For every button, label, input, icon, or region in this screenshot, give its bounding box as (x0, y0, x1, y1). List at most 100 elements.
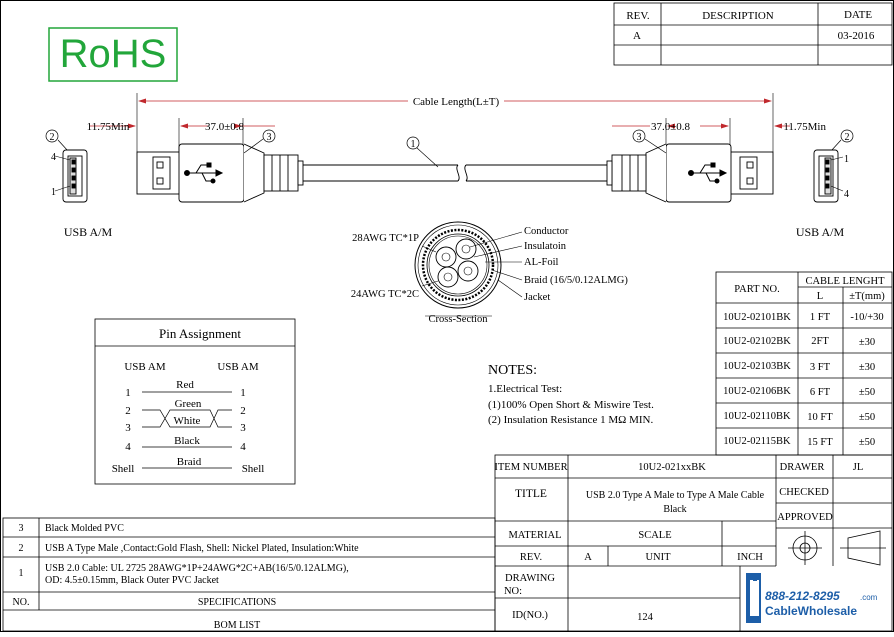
date-value: 03-2016 (838, 30, 875, 42)
left-connector-label: USB A/M (64, 225, 113, 239)
pin-row-2-right: 2 (240, 405, 246, 417)
cable-body (303, 147, 607, 182)
l-row-6: 15 FT (807, 437, 833, 448)
left-plug-front-view (54, 149, 88, 203)
right-usb-plug (606, 143, 774, 203)
drawer-label: DRAWER (780, 462, 825, 473)
notes-title: NOTES: (488, 363, 537, 378)
t-header: ±T(mm) (849, 291, 885, 302)
right-short-dimensions: 37.0±0.8 11.75Min (612, 118, 826, 150)
pin-row-5-left: Shell (112, 463, 135, 475)
pin-row-4-left: 4 (125, 441, 131, 453)
t-row-3: ±30 (859, 362, 875, 373)
l-header: L (817, 291, 823, 302)
rev-header: REV. (626, 10, 650, 22)
rev-value: A (633, 30, 641, 42)
right-connector-label: USB A/M (796, 225, 845, 239)
len-right-label: 37.0±0.8 (651, 121, 691, 133)
drawing-label-2: NO: (504, 586, 522, 597)
pin-row-3-left: 3 (125, 422, 131, 434)
logo-com: .com (860, 593, 878, 602)
pin-row-1-right: 1 (240, 387, 246, 399)
id-label: ID(NO.) (512, 610, 548, 621)
scale-label: SCALE (638, 530, 671, 541)
pin-row-5-right: Shell (242, 463, 265, 475)
notes-line-3: (2) Insulation Resistance 1 MΩ MIN. (488, 414, 653, 426)
cs-insulation-label: Insulatoin (524, 241, 567, 252)
t-row-1: -10/+30 (850, 312, 883, 323)
pin-row-1-wire: Red (176, 379, 194, 391)
left-short-dimensions: 11.75Min 37.0±0.8 (87, 118, 275, 150)
bom-no-header: NO. (13, 597, 30, 608)
callout-2-right: 2 (845, 132, 850, 143)
pin-assignment-title: Pin Assignment (159, 326, 241, 341)
l-row-1: 1 FT (810, 312, 831, 323)
right-plug-front-view (813, 149, 844, 203)
pin-row-5-wire: Braid (177, 456, 202, 468)
len-left-label: 37.0±0.8 (205, 121, 245, 133)
item-number-label: ITEM NUMBER (494, 462, 567, 473)
rev-value-tb: A (584, 552, 592, 563)
item-number-value: 10U2-021xxBK (638, 462, 706, 473)
cs-28awg-label: 28AWG TC*1P (352, 233, 419, 244)
part-row-3: 10U2-02103BK (723, 361, 791, 372)
cs-24awg-label: 24AWG TC*2C (351, 289, 419, 300)
date-header: DATE (844, 9, 872, 21)
cs-title: Cross-Section (429, 314, 489, 325)
bom-table: 3 Black Molded PVC 2 USB A Type Male ,Co… (2, 517, 496, 632)
revision-table: REV. DESCRIPTION DATE A 03-2016 (613, 2, 893, 66)
logo-phone: 888-212-8295 (765, 589, 840, 603)
bom-row-3-spec-2: OD: 4.5±0.15mm, Black Outer PVC Jacket (45, 575, 219, 586)
approved-label: APPROVED (777, 512, 833, 523)
part-row-6: 10U2-02115BK (723, 436, 791, 447)
bom-row-1-spec: Black Molded PVC (45, 523, 124, 534)
callout-3-left: 3 (267, 132, 272, 143)
part-row-2: 10U2-02102BK (723, 336, 791, 347)
bom-row-1-no: 3 (19, 523, 24, 534)
bom-row-3-spec-1: USB 2.0 Cable: UL 2725 28AWG*1P+24AWG*2C… (45, 563, 349, 574)
pin-row-3-wire: White (174, 415, 201, 427)
material-label: MATERIAL (508, 530, 561, 541)
cable-length-label: Cable Length(L±T) (413, 96, 500, 108)
pin-col-right: USB AM (217, 361, 258, 373)
logo-brand: CableWholesale (765, 604, 857, 618)
projection-symbol-icon (788, 528, 886, 566)
left-usb-symbol-icon (184, 162, 224, 184)
pin-row-3-right: 3 (240, 422, 246, 434)
pin-row-2-left: 2 (125, 405, 131, 417)
cs-braid-label: Braid (16/5/0.12ALMG) (524, 275, 628, 286)
t-row-5: ±50 (859, 412, 875, 423)
left-usb-plug (136, 143, 304, 203)
rev-label: REV. (520, 552, 542, 563)
checked-label: CHECKED (779, 487, 829, 498)
l-row-5: 10 FT (807, 412, 833, 423)
pin-row-4-right: 4 (240, 441, 246, 453)
cs-jacket-label: Jacket (524, 292, 550, 303)
bom-row-3-no: 1 (19, 568, 24, 579)
bom-footer: BOM LIST (214, 620, 260, 631)
t-row-2: ±30 (859, 337, 875, 348)
rohs-text: RoHS (60, 32, 167, 76)
drawer-value: JL (853, 462, 864, 473)
min-left-label: 11.75Min (87, 121, 130, 133)
bom-row-2-no: 2 (19, 543, 24, 554)
title-label: TITLE (515, 488, 547, 500)
notes-line-1: 1.Electrical Test: (488, 383, 562, 395)
bom-row-2-spec: USB A Type Male ,Contact:Gold Flash, She… (45, 543, 359, 554)
l-row-3: 3 FT (810, 362, 831, 373)
cable-length-header: CABLE LENGHT (805, 276, 885, 287)
part-no-header: PART NO. (734, 284, 779, 295)
l-row-2: 2FT (811, 336, 829, 347)
t-row-6: ±50 (859, 437, 875, 448)
right-usb-symbol-icon (688, 162, 728, 184)
id-value: 124 (637, 612, 654, 623)
cross-section-drawing (414, 221, 523, 317)
min-right-label: 11.75Min (783, 121, 826, 133)
callout-1: 1 (411, 139, 416, 150)
title-block: ITEM NUMBER 10U2-021xxBK TITLE USB 2.0 T… (494, 454, 893, 632)
cablewholesale-logo: 888-212-8295 .com CableWholesale (746, 573, 878, 623)
callout-3-right: 3 (637, 132, 642, 143)
part-row-4: 10U2-02106BK (723, 386, 791, 397)
title-line-2: Black (663, 504, 686, 515)
